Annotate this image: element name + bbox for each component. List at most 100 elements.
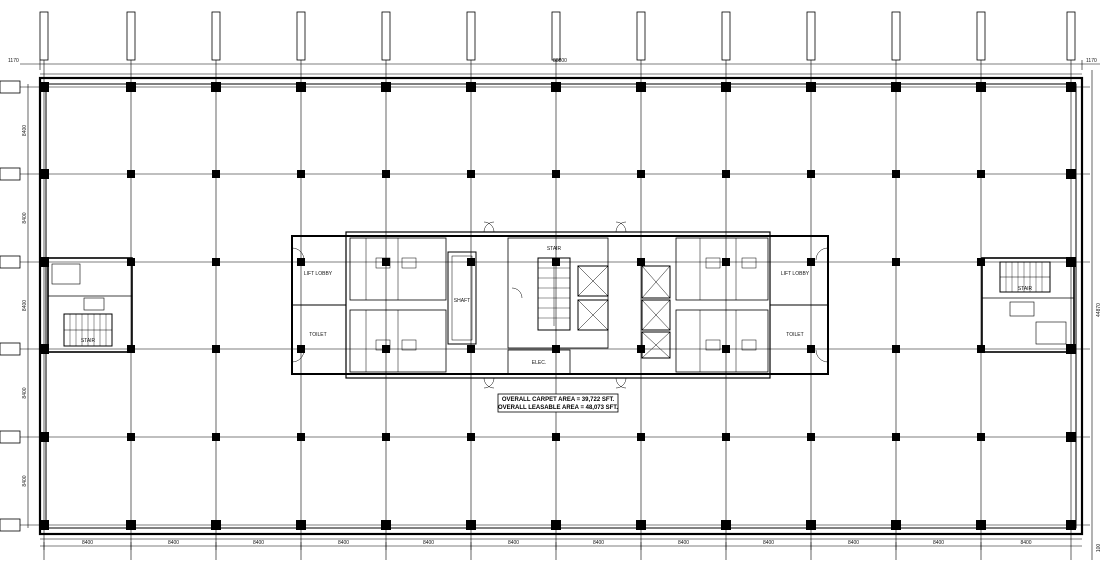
structural-column <box>892 345 900 353</box>
structural-column <box>552 258 560 266</box>
room-label-stair-core: STAIR <box>547 246 562 252</box>
structural-column <box>126 520 136 530</box>
bay-dimension-label: 8400 <box>848 540 859 546</box>
structural-column <box>807 258 815 266</box>
bay-dimension-label: 8400 <box>253 540 264 546</box>
structural-column <box>806 82 816 92</box>
structural-column <box>1066 344 1076 354</box>
structural-column <box>892 170 900 178</box>
bay-dimension-label-vertical: 8400 <box>22 475 28 486</box>
structural-column <box>551 82 561 92</box>
structural-column <box>977 433 985 441</box>
bay-dimension-label-vertical: 8400 <box>22 125 28 136</box>
structural-column <box>807 433 815 441</box>
structural-column <box>212 258 220 266</box>
bay-dimension-label: 8400 <box>763 540 774 546</box>
structural-column <box>466 82 476 92</box>
bay-dimension-label: 8400 <box>593 540 604 546</box>
dim-right-offset: 1170 <box>1086 58 1097 64</box>
structural-column <box>722 170 730 178</box>
room-label-stair-right: STAIR <box>1018 286 1033 292</box>
bay-dimension-label-vertical: 8400 <box>22 300 28 311</box>
grid-tag-top <box>636 11 646 61</box>
bay-dimension-label: 8400 <box>1020 540 1031 546</box>
structural-column <box>382 258 390 266</box>
room-label-lift-lobby-left: LIFT LOBBY <box>304 271 333 277</box>
bay-dimension-label: 8400 <box>933 540 944 546</box>
room-label-lift-lobby-right: LIFT LOBBY <box>781 271 810 277</box>
grid-tag-top <box>381 11 391 61</box>
structural-column <box>39 82 49 92</box>
structural-column <box>296 520 306 530</box>
structural-column <box>551 520 561 530</box>
structural-column <box>891 520 901 530</box>
core-room-labels: LIFT LOBBY TOILET SHAFT STAIR LIFT LOBBY… <box>304 246 810 366</box>
room-label-toilet-right: TOILET <box>786 332 803 338</box>
grid-tag-left <box>0 80 21 94</box>
central-core <box>291 221 829 389</box>
grid-tag-left <box>0 255 21 269</box>
area-note-box: OVERALL CARPET AREA = 39,722 SFT. OVERAL… <box>497 393 619 413</box>
bay-dimension-label: 8400 <box>168 540 179 546</box>
bay-dimension-label: 8400 <box>508 540 519 546</box>
structural-column <box>552 433 560 441</box>
room-label-stair-left: STAIR <box>81 338 96 344</box>
structural-column <box>1066 432 1076 442</box>
structural-column <box>977 258 985 266</box>
structural-column <box>297 433 305 441</box>
dim-left-offset: 1170 <box>8 58 19 64</box>
grid-tags-left <box>0 80 21 532</box>
structural-column <box>39 520 49 530</box>
grid-tag-top <box>721 11 731 61</box>
structural-column <box>552 345 560 353</box>
grid-tag-top <box>466 11 476 61</box>
grid-tag-top <box>891 11 901 61</box>
structural-column <box>381 520 391 530</box>
structural-column <box>721 520 731 530</box>
structural-column <box>637 345 645 353</box>
grid-tag-top <box>1066 11 1076 61</box>
grid-tag-top <box>296 11 306 61</box>
structural-column <box>1066 82 1076 92</box>
structural-column <box>807 170 815 178</box>
structural-column <box>212 345 220 353</box>
structural-column <box>467 170 475 178</box>
structural-column <box>127 170 135 178</box>
structural-column <box>636 520 646 530</box>
bay-dimension-label: 8400 <box>338 540 349 546</box>
grid-tag-left <box>0 342 21 356</box>
room-label-electrical: ELEC. <box>532 360 546 366</box>
structural-column <box>382 345 390 353</box>
structural-column <box>127 345 135 353</box>
left-stair-core <box>47 257 133 353</box>
structural-column <box>722 433 730 441</box>
structural-column <box>211 520 221 530</box>
leasable-area-note: OVERALL LEASABLE AREA = 48,073 SFT. <box>498 405 618 411</box>
structural-column <box>212 433 220 441</box>
structural-column <box>892 258 900 266</box>
structural-column <box>637 433 645 441</box>
structural-column <box>381 82 391 92</box>
bay-dimension-label-vertical: 8400 <box>22 212 28 223</box>
structural-column <box>636 82 646 92</box>
right-stair-core <box>981 257 1075 353</box>
structural-column <box>722 345 730 353</box>
structural-column <box>297 345 305 353</box>
structural-column <box>466 520 476 530</box>
structural-columns <box>39 82 1076 530</box>
structural-column <box>297 258 305 266</box>
structural-column <box>552 170 560 178</box>
grid-tag-top <box>39 11 49 61</box>
dim-bottom-right: 100 <box>1096 544 1102 553</box>
carpet-area-note: OVERALL CARPET AREA = 39,722 SFT. <box>502 397 615 403</box>
grid-tags-top <box>39 11 1076 61</box>
structural-column <box>891 82 901 92</box>
grid-tag-top <box>551 11 561 61</box>
structural-column <box>39 169 49 179</box>
structural-column <box>637 170 645 178</box>
grid-tag-top <box>976 11 986 61</box>
bay-dimension-label: 8400 <box>423 540 434 546</box>
structural-column <box>296 82 306 92</box>
